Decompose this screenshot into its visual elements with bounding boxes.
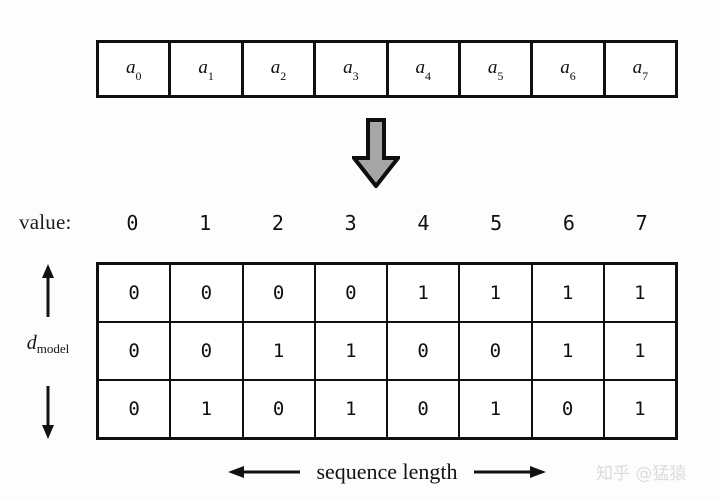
down-arrow-icon bbox=[349, 118, 403, 190]
sequence-cell: a0 bbox=[99, 43, 172, 95]
value-cell: 1 bbox=[199, 211, 212, 235]
value-label: value: bbox=[19, 210, 72, 234]
watermark: 知乎 @猛猿 bbox=[596, 464, 687, 484]
sequence-cell-subscript: 4 bbox=[424, 69, 431, 84]
matrix-cell: 0 bbox=[388, 381, 461, 437]
matrix-cell: 1 bbox=[460, 381, 533, 437]
value-cell: 3 bbox=[344, 211, 357, 235]
sequence-cell: a3 bbox=[316, 43, 389, 95]
value-cell: 7 bbox=[635, 211, 648, 235]
matrix-cell: 0 bbox=[315, 265, 388, 321]
sequence-cell-subscript: 7 bbox=[642, 69, 649, 84]
matrix-cell: 1 bbox=[604, 381, 675, 437]
value-cell: 6 bbox=[562, 211, 575, 235]
d-model-label: dmodel bbox=[10, 332, 86, 356]
matrix-cell: 1 bbox=[315, 323, 388, 379]
matrix-cell: 0 bbox=[243, 265, 316, 321]
sequence-cell-base: a bbox=[270, 56, 281, 78]
value-cell: 2 bbox=[271, 211, 284, 235]
matrix-row: 0 0 0 0 1 1 1 1 bbox=[99, 265, 675, 323]
sequence-cell-subscript: 1 bbox=[207, 69, 214, 84]
sequence-length-axis: sequence length bbox=[96, 452, 678, 492]
matrix-cell: 1 bbox=[604, 265, 675, 321]
matrix-cell: 0 bbox=[171, 265, 244, 321]
matrix-cell: 0 bbox=[99, 381, 172, 437]
value-cell: 0 bbox=[126, 211, 139, 235]
down-arrow-icon bbox=[40, 384, 56, 439]
matrix-cell: 1 bbox=[532, 265, 605, 321]
sequence-cell-base: a bbox=[632, 56, 643, 78]
sequence-cell-subscript: 5 bbox=[497, 69, 504, 84]
matrix-cell: 1 bbox=[243, 323, 316, 379]
sequence-cell-subscript: 3 bbox=[352, 69, 359, 84]
left-arrow-icon bbox=[228, 464, 302, 480]
matrix-cell: 1 bbox=[604, 323, 675, 379]
matrix-cell: 1 bbox=[460, 265, 533, 321]
sequence-cell: a7 bbox=[605, 43, 675, 95]
right-arrow-icon bbox=[472, 464, 546, 480]
sequence-cell-subscript: 6 bbox=[569, 69, 576, 84]
sequence-length-label: sequence length bbox=[316, 459, 458, 484]
sequence-cell: a6 bbox=[533, 43, 606, 95]
sequence-cell-base: a bbox=[198, 56, 208, 78]
sequence-cell-subscript: 2 bbox=[280, 69, 287, 84]
value-row: 0 1 2 3 4 5 6 7 bbox=[96, 208, 678, 238]
matrix-row: 0 0 1 1 0 0 1 1 bbox=[99, 323, 675, 381]
d-model-axis: dmodel bbox=[10, 262, 86, 440]
matrix-cell: 0 bbox=[243, 381, 316, 437]
matrix-cell: 0 bbox=[532, 381, 605, 437]
d-model-subscript: model bbox=[36, 341, 70, 356]
sequence-array: a0 a1 a2 a3 a4 a5 a6 a7 bbox=[96, 40, 678, 98]
sequence-cell-base: a bbox=[487, 56, 498, 78]
sequence-cell: a4 bbox=[388, 43, 461, 95]
matrix-cell: 1 bbox=[315, 381, 388, 437]
matrix-cell: 1 bbox=[171, 381, 244, 437]
matrix-row: 0 1 0 1 0 1 0 1 bbox=[99, 381, 675, 437]
sequence-cell-base: a bbox=[560, 56, 570, 78]
matrix-cell: 0 bbox=[99, 265, 172, 321]
sequence-cell-base: a bbox=[343, 56, 353, 78]
matrix-cell: 0 bbox=[99, 323, 172, 379]
matrix-cell: 0 bbox=[171, 323, 244, 379]
value-cell: 5 bbox=[490, 211, 503, 235]
sequence-cell-base: a bbox=[415, 56, 425, 78]
matrix-cell: 0 bbox=[460, 323, 533, 379]
sequence-cell-subscript: 0 bbox=[135, 69, 142, 84]
value-cell: 4 bbox=[417, 211, 430, 235]
sequence-cell: a1 bbox=[171, 43, 244, 95]
matrix-cell: 1 bbox=[388, 265, 461, 321]
sequence-cell: a5 bbox=[460, 43, 534, 95]
binary-matrix: 0 0 0 0 1 1 1 1 0 0 1 1 0 0 1 1 0 1 0 1 … bbox=[96, 262, 678, 440]
sequence-cell-base: a bbox=[125, 56, 136, 78]
sequence-cell: a2 bbox=[243, 43, 317, 95]
matrix-cell: 1 bbox=[532, 323, 605, 379]
up-arrow-icon bbox=[40, 264, 56, 319]
matrix-cell: 0 bbox=[388, 323, 461, 379]
d-model-base: d bbox=[26, 332, 37, 354]
